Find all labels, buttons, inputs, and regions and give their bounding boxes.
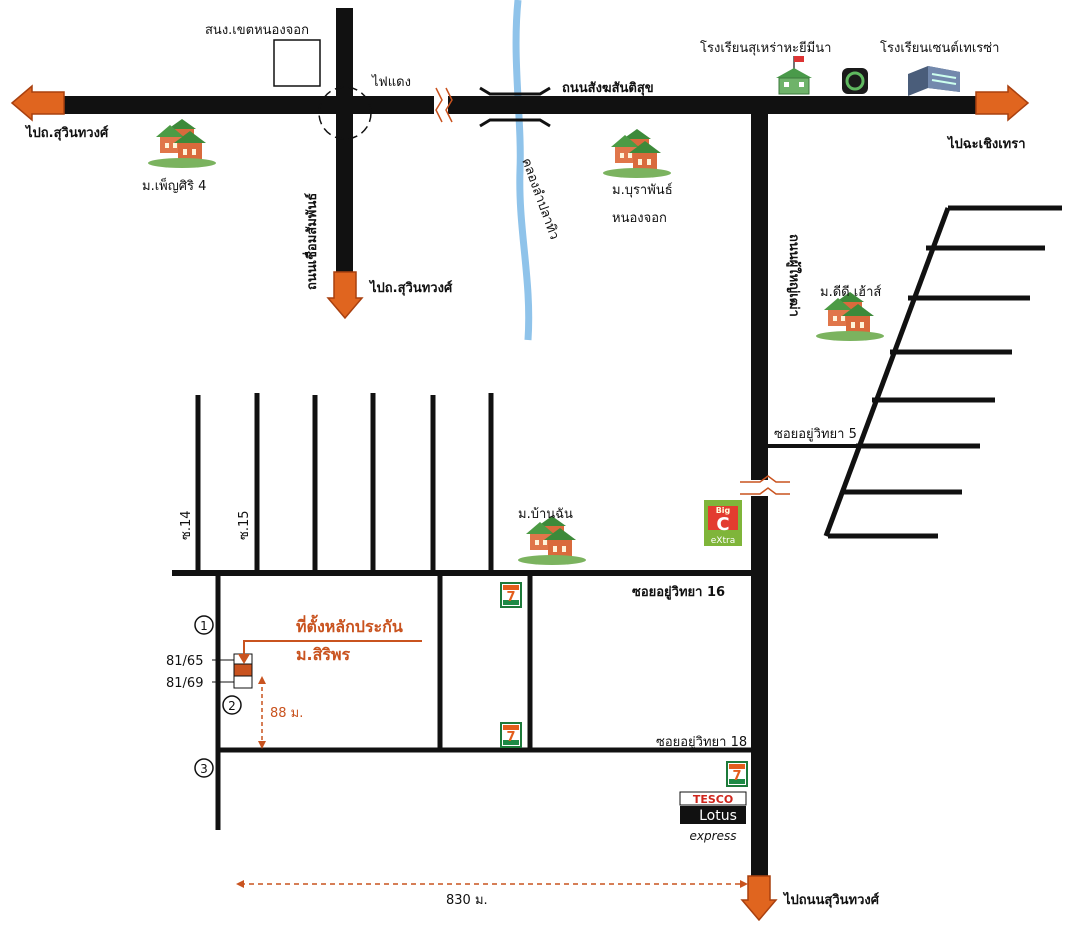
bigc-letter: C bbox=[716, 514, 729, 535]
village-2-label-line1: ม.บุราพันธ์ bbox=[612, 182, 673, 198]
marker-number-3: 3 bbox=[200, 762, 208, 776]
village-4-label: ม.บ้านฉัน bbox=[518, 507, 573, 522]
property-title-line1: ที่ตั้งหลักประกัน bbox=[296, 614, 403, 636]
district-office-label: สนง.เขตหนองจอก bbox=[205, 23, 309, 38]
marker-circle-3: 3 bbox=[194, 758, 214, 778]
tesco-mid-text: Lotus bbox=[699, 808, 737, 824]
direction-east-label: ไปฉะเชิงเทรา bbox=[946, 135, 1026, 152]
distance-88m-label: 88 ม. bbox=[270, 706, 303, 721]
soi-5-label: ซอยอยู่วิทยา 5 bbox=[774, 427, 857, 442]
main-road bbox=[60, 96, 990, 114]
bigc-logo: Big C eXtra bbox=[704, 500, 742, 546]
soi-14-label: ซ.14 bbox=[179, 511, 194, 541]
distance-830m-label: 830 ม. bbox=[446, 893, 488, 908]
lower-road-grid bbox=[172, 393, 760, 830]
direction-south-left-label: ไปถ.สุวินทวงศ์ bbox=[368, 279, 453, 296]
arrow-south-right bbox=[740, 875, 778, 922]
marker-circle-2: 2 bbox=[222, 695, 242, 715]
soi-16-label: ซอยอยู่วิทยา 16 bbox=[632, 585, 725, 600]
tesco-top-text: TESCO bbox=[693, 793, 733, 806]
school-2-label: โรงเรียนเซนต์เทเรซ่า bbox=[880, 40, 999, 56]
village-house-icon-4 bbox=[518, 516, 586, 565]
village-3-label: ม.ดีดี เฮ้าส์ bbox=[820, 284, 881, 300]
marker-number-1: 1 bbox=[200, 619, 208, 633]
direction-south-right-label: ไปถนนสุวินทวงศ์ bbox=[782, 891, 880, 908]
village-1-label: ม.เพ็ญศิริ 4 bbox=[142, 176, 206, 194]
emblem-icon bbox=[842, 68, 868, 94]
marker-circle-1: 1 bbox=[194, 615, 214, 635]
property-marker bbox=[212, 640, 422, 689]
school-1-label: โรงเรียนสุเหร่าหะยีมีนา bbox=[700, 40, 831, 56]
property-title-line2: ม.สิริพร bbox=[296, 645, 351, 664]
village-house-icon-1 bbox=[148, 119, 216, 168]
building-icon bbox=[908, 66, 960, 96]
dimension-88m bbox=[258, 676, 266, 749]
traffic-light-label: ไฟแดง bbox=[371, 74, 411, 90]
arrow-east bbox=[975, 84, 1030, 122]
house-number-1: 81/65 bbox=[166, 654, 203, 669]
soi-18-label: ซอยอยู่วิทยา 18 bbox=[656, 735, 747, 750]
seven-eleven-icon-2: 7 bbox=[500, 722, 522, 748]
arrow-south-left bbox=[326, 271, 364, 320]
main-road-label: ถนนสังฆสันติสุข bbox=[562, 81, 654, 96]
marker-number-2: 2 bbox=[228, 699, 236, 713]
right-vertical-road-label: ถนนผู้ใหญ่เฒ่า bbox=[786, 234, 803, 317]
village-house-icon-2 bbox=[603, 129, 671, 178]
dimension-830m bbox=[236, 880, 748, 888]
direction-west-label: ไปถ.สุวินทวงศ์ bbox=[24, 124, 109, 141]
seven-eleven-icon-3: 7 bbox=[726, 761, 748, 787]
tesco-bottom-text: express bbox=[690, 829, 737, 843]
tesco-lotus-logo: TESCO Lotus express bbox=[679, 791, 747, 843]
bigc-top-text: Big bbox=[716, 506, 731, 515]
seven-eleven-label-2: 7 bbox=[506, 730, 515, 745]
canal-line bbox=[512, 0, 533, 341]
traffic-light-circle bbox=[318, 86, 372, 140]
bridge bbox=[479, 86, 551, 128]
seven-eleven-label-3: 7 bbox=[732, 769, 741, 784]
road-break-right bbox=[740, 475, 790, 496]
district-office-square bbox=[273, 39, 321, 87]
house-number-2: 81/69 bbox=[166, 676, 203, 691]
diagonal-road-network bbox=[768, 205, 1062, 539]
seven-eleven-label-1: 7 bbox=[506, 590, 515, 605]
school-icon bbox=[776, 56, 812, 95]
seven-eleven-icon-1: 7 bbox=[500, 582, 522, 608]
left-vertical-road-label: ถนนเชื่อมสัมพันธ์ bbox=[302, 193, 320, 290]
village-2-label-line2: หนองจอก bbox=[612, 211, 667, 226]
bigc-bottom-text: eXtra bbox=[711, 536, 735, 546]
road-break-top bbox=[434, 87, 453, 123]
soi-15-label: ซ.15 bbox=[237, 511, 252, 541]
right-vertical-road bbox=[751, 112, 768, 882]
left-vertical-road bbox=[336, 8, 353, 273]
arrow-west bbox=[10, 84, 65, 122]
